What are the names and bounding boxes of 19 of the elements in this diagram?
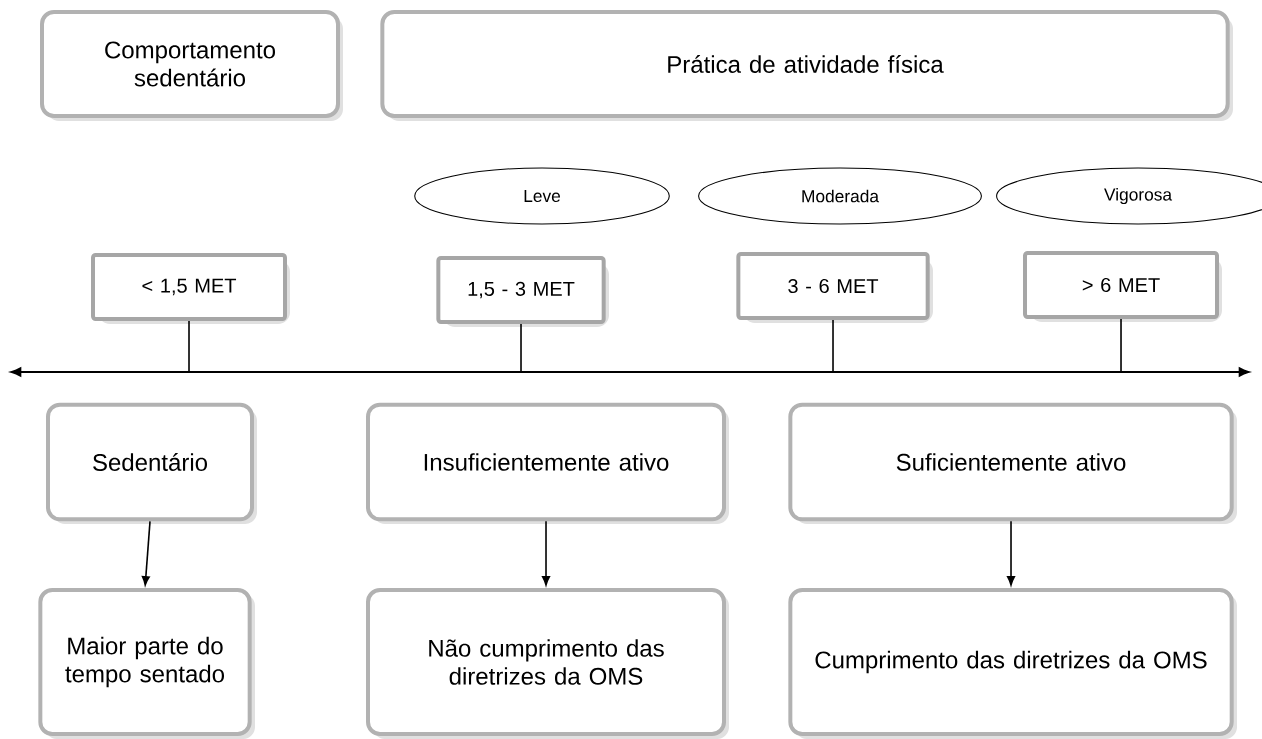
met-box: 3 - 6 MET — [736, 252, 933, 323]
rounded-box: Insuficientemente ativo — [366, 402, 729, 524]
rounded-box: Prática de atividade física — [380, 10, 1233, 121]
arrow — [541, 520, 551, 586]
tick-line — [520, 323, 522, 373]
met-box: 1,5 - 3 MET — [436, 256, 609, 327]
tick-line — [188, 320, 190, 373]
rounded-box: Suficientemente ativo — [788, 402, 1237, 524]
met-box: < 1,5 MET — [91, 253, 290, 324]
rounded-box: Cumprimento das diretrizes da OMS — [788, 588, 1237, 739]
arrow — [141, 520, 151, 586]
rounded-box: Comportamento sedentário — [40, 10, 343, 121]
rounded-box: Maior parte do tempo sentado — [38, 588, 255, 739]
met-box: > 6 MET — [1023, 251, 1222, 322]
rounded-box: Sedentário — [46, 402, 257, 524]
tick-line — [832, 319, 834, 373]
tick-line — [1120, 318, 1122, 373]
rounded-box: Não cumprimento das diretrizes da OMS — [366, 588, 729, 739]
arrow — [1006, 520, 1016, 586]
